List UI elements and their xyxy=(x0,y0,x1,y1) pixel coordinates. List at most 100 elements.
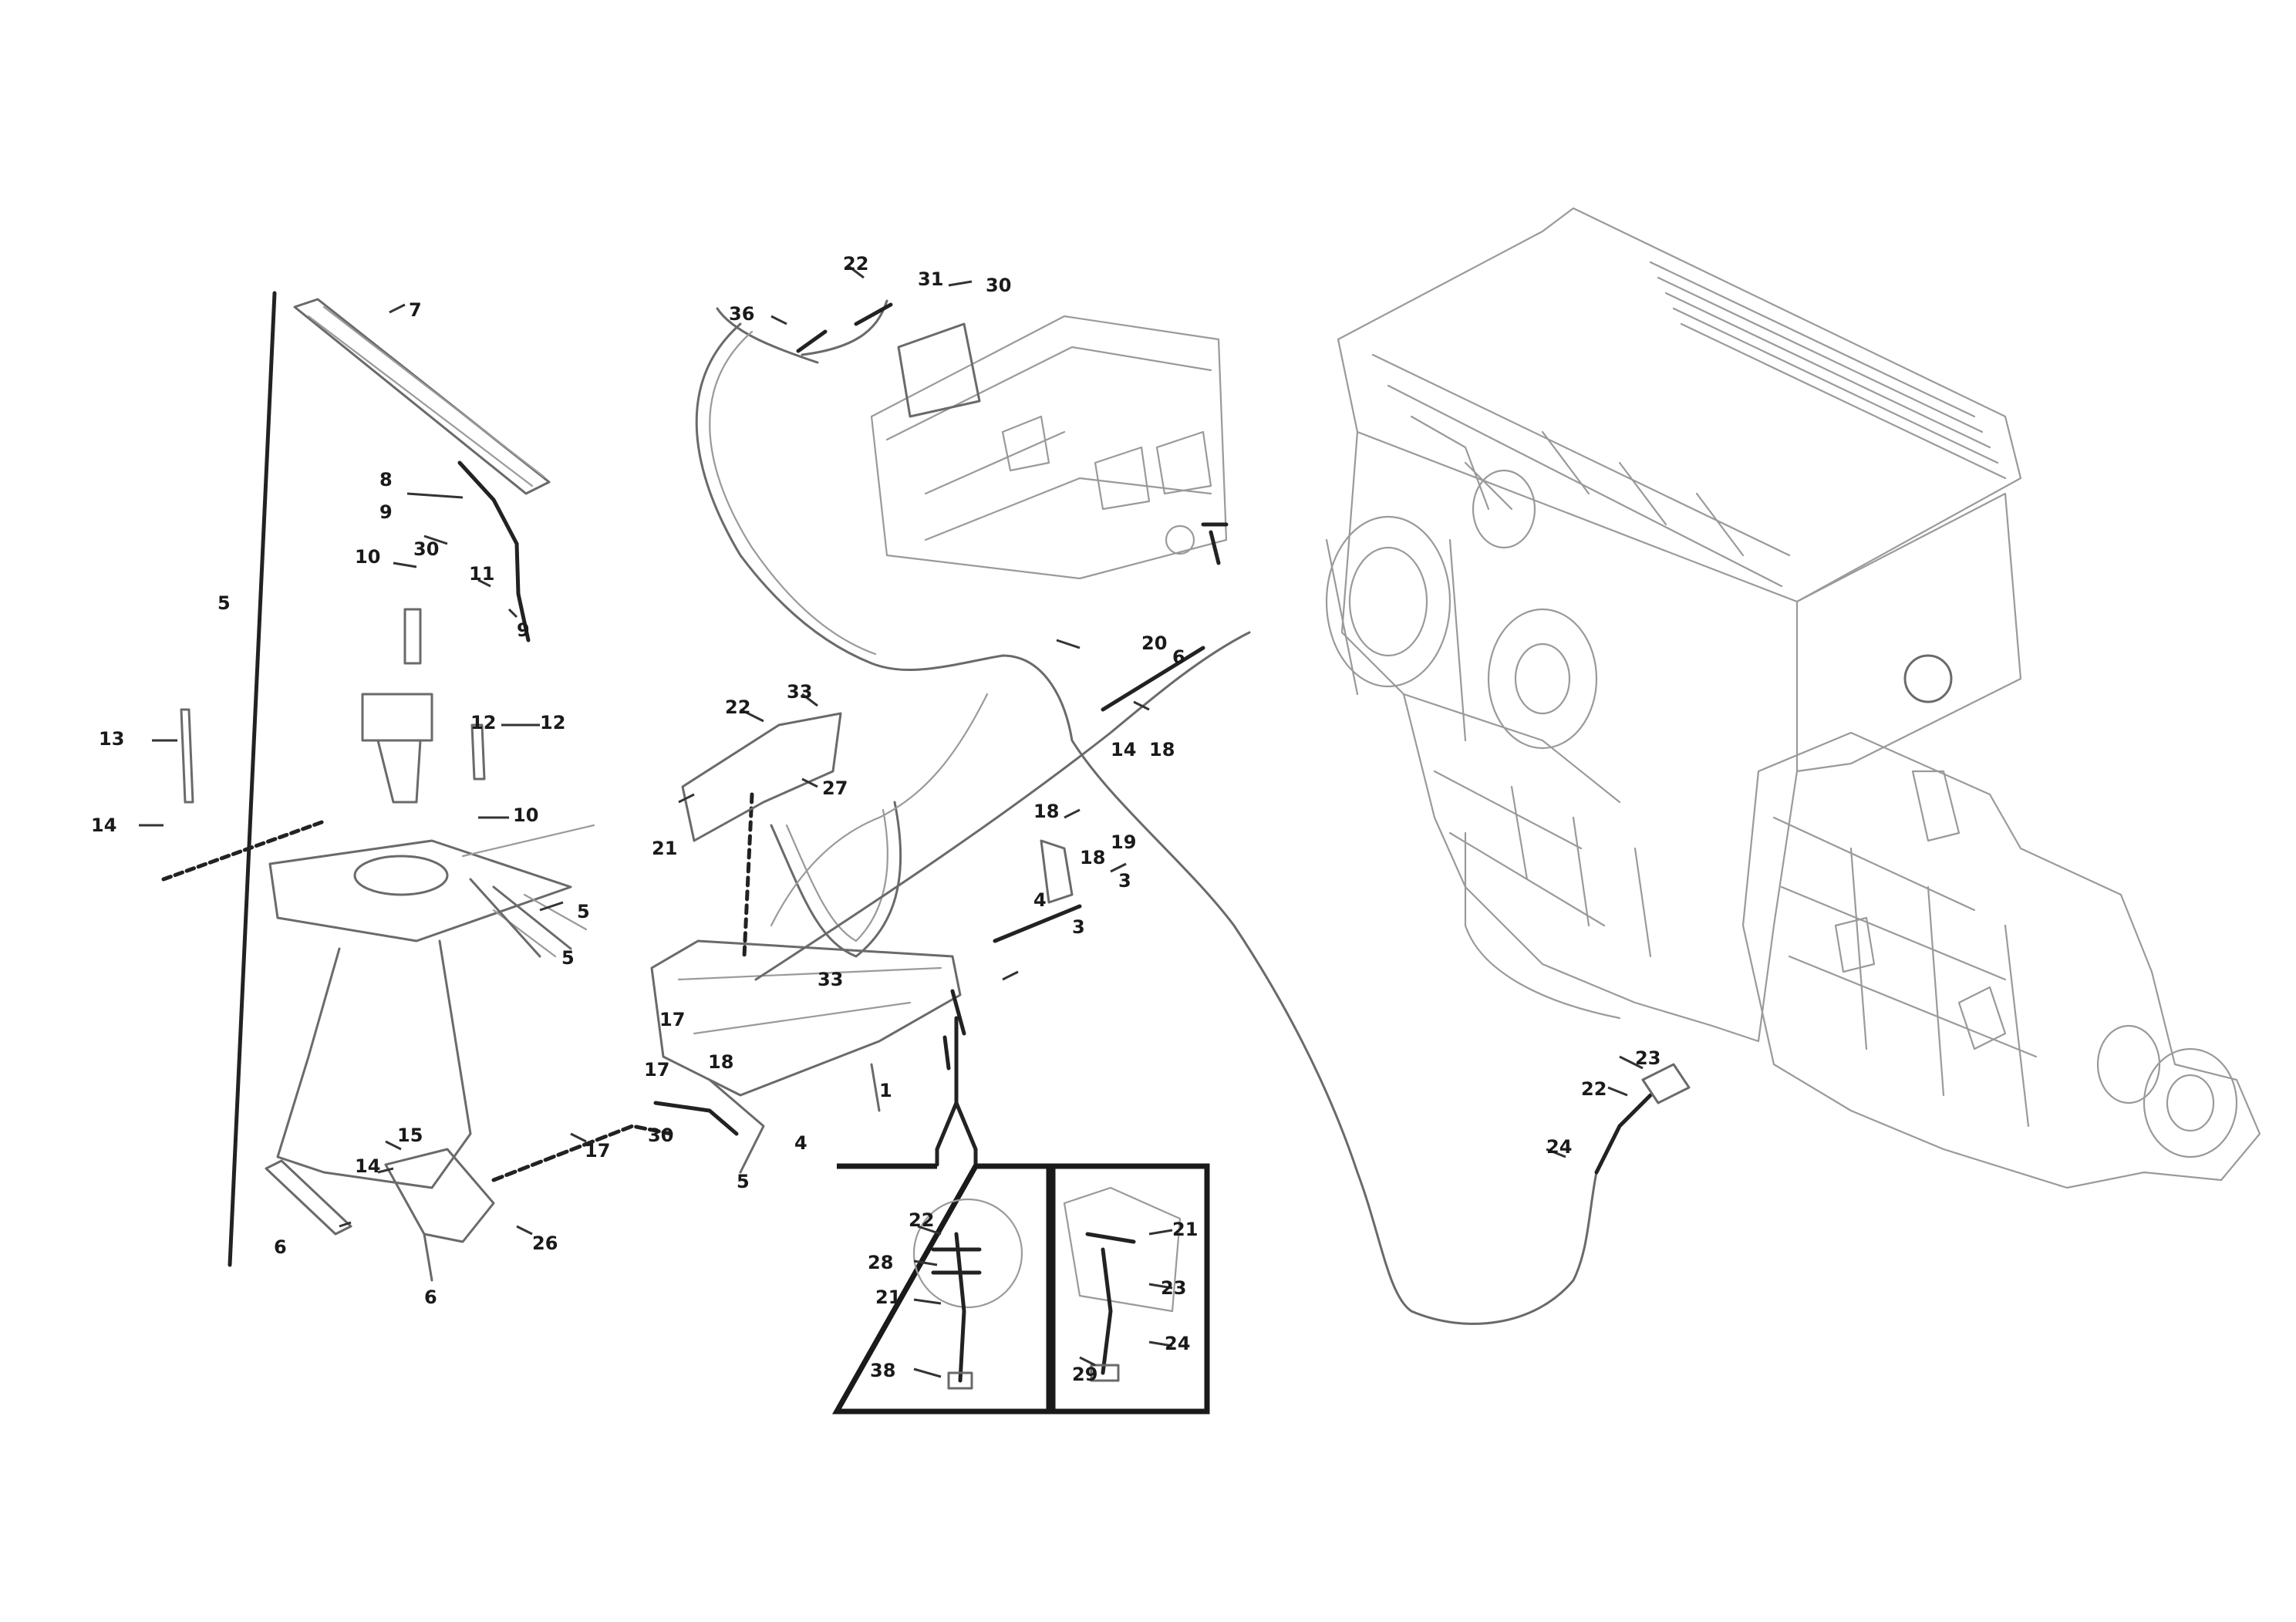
middle-bracket-assembly xyxy=(650,631,1251,1174)
inset-left-bolt xyxy=(931,1232,982,1383)
callout: 5 xyxy=(737,1171,750,1192)
pedal-rods xyxy=(469,878,572,958)
bolt-left xyxy=(180,708,194,804)
engine-block-left xyxy=(1340,430,1799,1043)
callout: 8 xyxy=(379,469,393,491)
callout: 18 xyxy=(1080,847,1105,868)
left-small-part xyxy=(653,1101,739,1136)
inset-pointer xyxy=(935,1016,978,1167)
transmission-housing xyxy=(1741,731,2261,1189)
lower-link-bolt xyxy=(423,1233,433,1282)
upper-bar xyxy=(293,298,551,495)
callout: 4 xyxy=(1033,889,1047,911)
callout: 17 xyxy=(659,1009,685,1030)
callout: 30 xyxy=(986,275,1011,296)
left-small-lever xyxy=(708,1078,765,1174)
cable-sheath xyxy=(695,322,1598,1325)
engine-pulley-mid-inner xyxy=(1514,642,1571,715)
callout: 26 xyxy=(532,1233,558,1254)
lower-arm xyxy=(265,1159,352,1236)
callout: 3 xyxy=(1072,916,1085,938)
u-bracket xyxy=(770,801,902,958)
transmission-flange xyxy=(2143,1047,2238,1158)
callout: 5 xyxy=(217,592,231,614)
engine-belt xyxy=(1325,538,1467,742)
engine-pulley-mid xyxy=(1487,608,1598,750)
right-fitting-body xyxy=(1040,839,1074,904)
upper-bar-detail xyxy=(307,305,545,487)
bracket-stud xyxy=(870,1063,881,1112)
bracket-fastener xyxy=(942,989,966,1071)
transmission-ribs xyxy=(1772,816,2038,1128)
transmission-bell xyxy=(2096,1024,2161,1104)
callout: 27 xyxy=(822,777,848,799)
callout: 6 xyxy=(1172,646,1185,668)
cable-branch xyxy=(770,693,989,927)
pedal-plate xyxy=(268,839,572,943)
callouts: 7 8 9 10 30 11 9 5 13 14 12 12 10 5 5 15… xyxy=(91,253,1660,1385)
mount-bracket xyxy=(650,939,962,1097)
engine-pulley-large xyxy=(1325,515,1451,688)
callout: 23 xyxy=(1161,1277,1186,1299)
callout: 6 xyxy=(424,1286,437,1308)
engine-manifold xyxy=(1371,353,1791,588)
callout: 4 xyxy=(794,1132,807,1154)
engine-mount-boss xyxy=(1903,654,1953,703)
cable-bottom-end xyxy=(1594,1093,1653,1175)
callout: 12 xyxy=(540,712,565,733)
callout: 21 xyxy=(652,838,677,859)
callout: 31 xyxy=(918,268,943,290)
callout: 33 xyxy=(787,681,812,703)
callout: 21 xyxy=(1172,1219,1198,1240)
callout: 18 xyxy=(1149,739,1175,760)
detail-insets xyxy=(831,1016,1210,1415)
callout: 11 xyxy=(469,563,494,585)
lower-link-chain xyxy=(491,1124,673,1182)
long-rod xyxy=(228,291,277,1267)
callout: 36 xyxy=(729,303,754,325)
callout: 22 xyxy=(909,1209,934,1231)
callout: 18 xyxy=(708,1051,733,1073)
callout: 12 xyxy=(470,712,496,733)
cable-clamp xyxy=(796,302,893,353)
callout: 22 xyxy=(725,696,750,718)
callout: 14 xyxy=(355,1155,380,1177)
inset-right-nut xyxy=(1090,1364,1120,1382)
control-unit-outline xyxy=(870,315,1228,580)
callout: 30 xyxy=(648,1125,673,1146)
engine-block-ribs xyxy=(1402,693,1652,958)
pedal-hub xyxy=(353,855,449,896)
callout: 30 xyxy=(413,538,439,560)
throttle-rod xyxy=(754,631,1251,981)
inset-right-bolt xyxy=(1085,1232,1136,1375)
engine-cover-fins xyxy=(1649,261,2007,480)
callout: 10 xyxy=(513,804,538,826)
callout: 7 xyxy=(409,299,422,321)
callout: 19 xyxy=(1111,831,1136,853)
callout: 9 xyxy=(379,501,393,523)
cable-bottom-fitting xyxy=(1641,1063,1691,1104)
callout: 17 xyxy=(644,1059,669,1081)
mount-bracket-edges xyxy=(677,966,942,1035)
horizontal-chain xyxy=(161,819,326,882)
inset-right-bracket xyxy=(1063,1186,1182,1313)
u-bracket-inner xyxy=(785,808,888,943)
callout: 23 xyxy=(1635,1047,1660,1069)
callout: 14 xyxy=(1111,739,1136,760)
cable-top-end xyxy=(716,307,819,364)
control-unit xyxy=(870,315,1229,580)
callout: 21 xyxy=(875,1286,901,1308)
inset-box-right xyxy=(1050,1163,1210,1415)
lower-frame xyxy=(276,939,472,1189)
callout: 13 xyxy=(99,728,124,750)
upper-bracket xyxy=(681,712,842,842)
callout: 5 xyxy=(577,901,590,922)
callout: 24 xyxy=(1165,1333,1190,1354)
engine-valve-cover xyxy=(1337,207,2022,603)
engine-pulley-inner xyxy=(1348,546,1428,657)
engine-pulley-small xyxy=(1472,469,1536,549)
control-unit-screw xyxy=(1201,522,1229,565)
bar-fastener-chain xyxy=(457,460,531,642)
control-unit-plug xyxy=(1165,524,1195,555)
leader-lines xyxy=(139,265,1644,1378)
